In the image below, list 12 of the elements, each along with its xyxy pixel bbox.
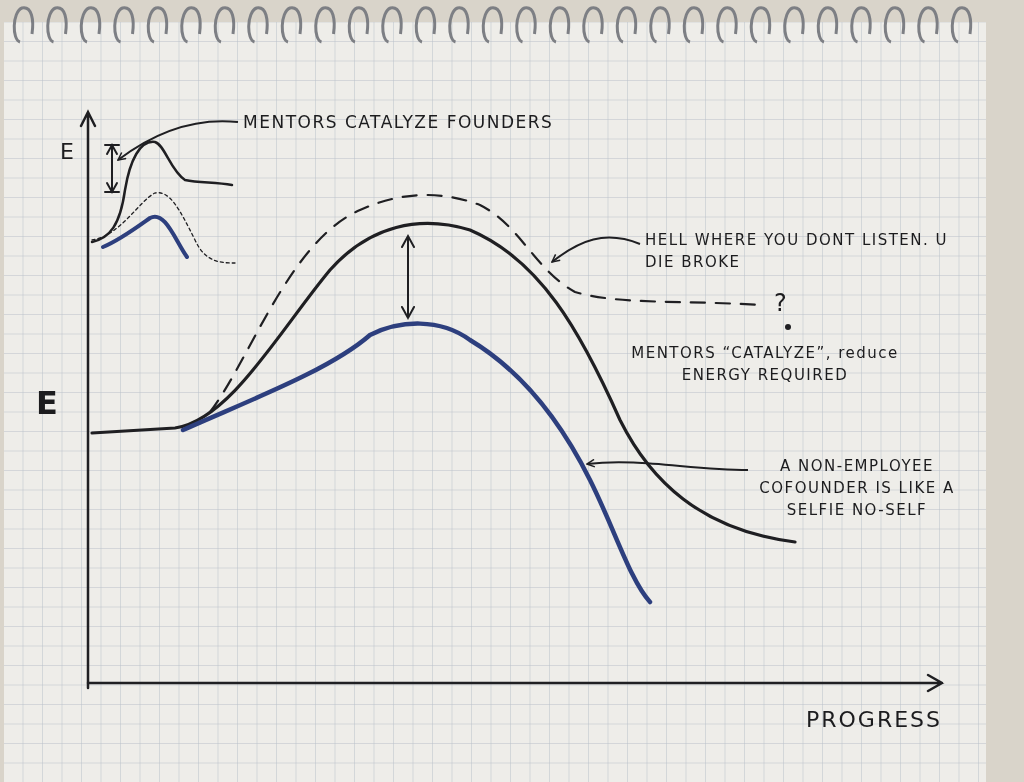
- handwritten-note: A NON-EMPLOYEE COFOUNDER IS LIKE A SELFIE NO-SELF: [742, 456, 972, 522]
- handwritten-note: MENTORS CATALYZE FOUNDERS: [243, 110, 554, 135]
- double-arrow: [104, 142, 120, 195]
- handwritten-label: E: [36, 383, 58, 424]
- handwritten-label: PROGRESS: [806, 706, 943, 734]
- handwritten-label: E: [60, 138, 74, 166]
- leader-line: [551, 236, 641, 263]
- leader-line: [117, 120, 239, 161]
- leader-line: [586, 458, 749, 471]
- handwritten-note: HELL WHERE YOU DONT LISTEN. U DIE BROKE: [645, 230, 975, 274]
- handwritten-label: MENTORS “CATALYZE”, reduce ENERGY REQUIRED: [630, 343, 900, 386]
- handwritten-label: ?: [774, 288, 787, 319]
